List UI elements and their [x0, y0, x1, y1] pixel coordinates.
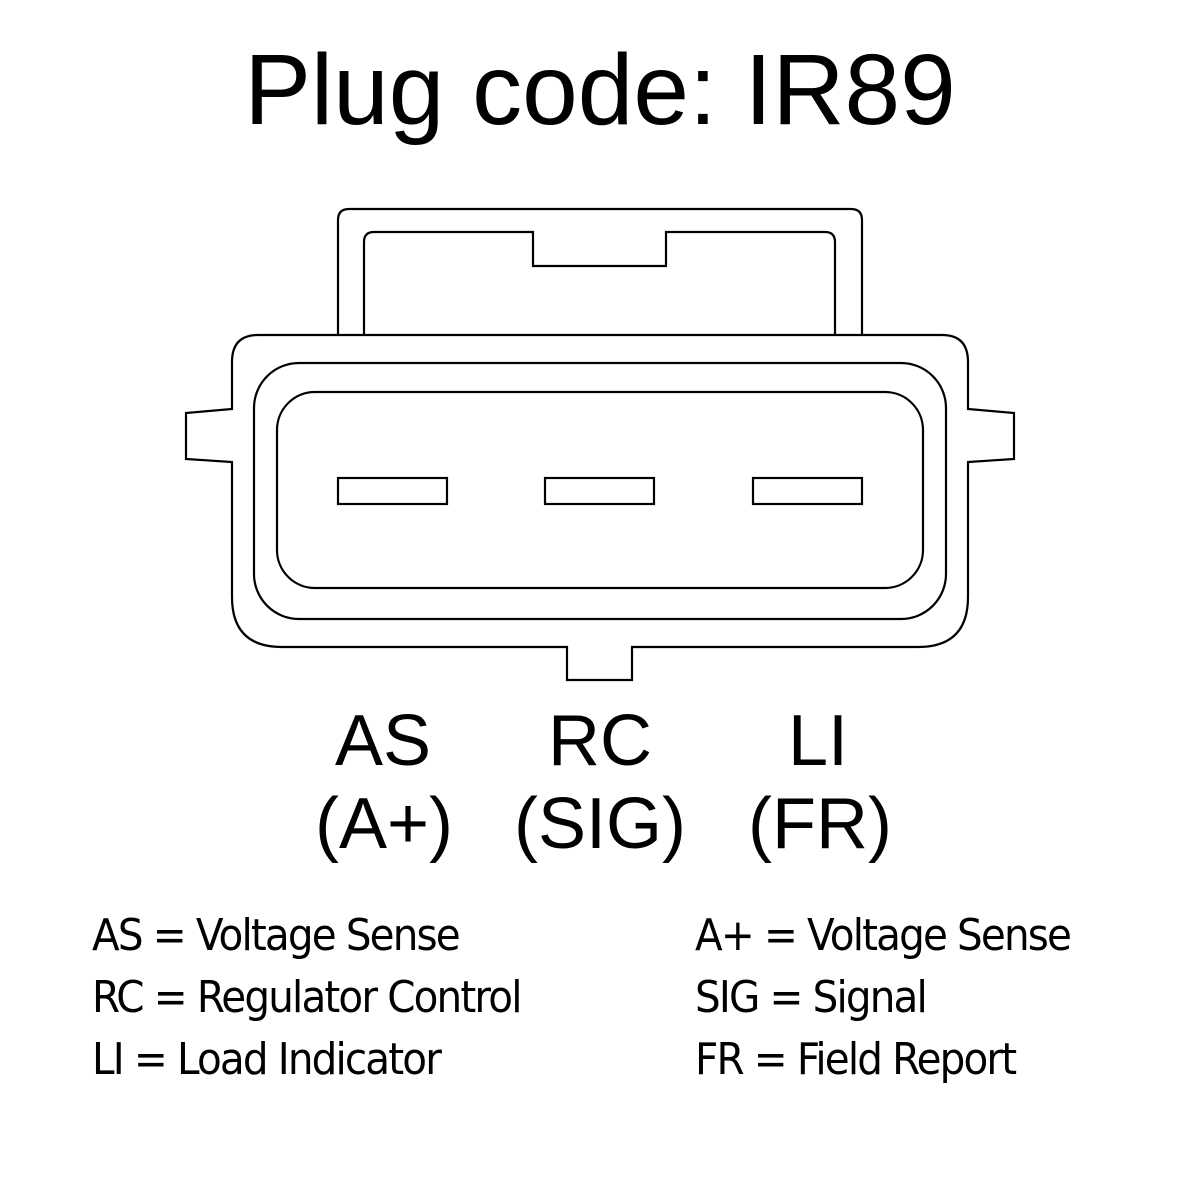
pin-3-alt: (FR) [748, 784, 892, 864]
legend-item: A+ = Voltage Sense [695, 910, 1072, 961]
pin-2-terminal [543, 476, 656, 506]
legend-right: A+ = Voltage Sense SIG = Signal FR = Fie… [695, 905, 1072, 1091]
plug-code-title: Plug code: IR89 [244, 34, 956, 146]
pin-1-terminal [336, 476, 449, 506]
legend-item: RC = Regulator Control [92, 972, 522, 1023]
pin-1-alt: (A+) [314, 784, 454, 864]
pin-2-alt: (SIG) [514, 784, 686, 864]
pin-1-code: AS [334, 701, 432, 781]
legend-left: AS = Voltage Sense RC = Regulator Contro… [92, 905, 522, 1091]
shroud-outer [252, 361, 948, 621]
legend-item: LI = Load Indicator [92, 1034, 442, 1085]
housing-outline [184, 333, 1016, 682]
legend-item: AS = Voltage Sense [92, 910, 461, 961]
legend-item: SIG = Signal [695, 972, 928, 1023]
latch-tab-inner [362, 230, 837, 335]
pin-3-code: LI [787, 701, 849, 781]
pin-2-code: RC [548, 701, 652, 781]
shroud-inner [275, 390, 925, 590]
legend-item: FR = Field Report [695, 1034, 1017, 1085]
latch-tab-outer [336, 207, 864, 335]
pin-3-terminal [751, 476, 864, 506]
